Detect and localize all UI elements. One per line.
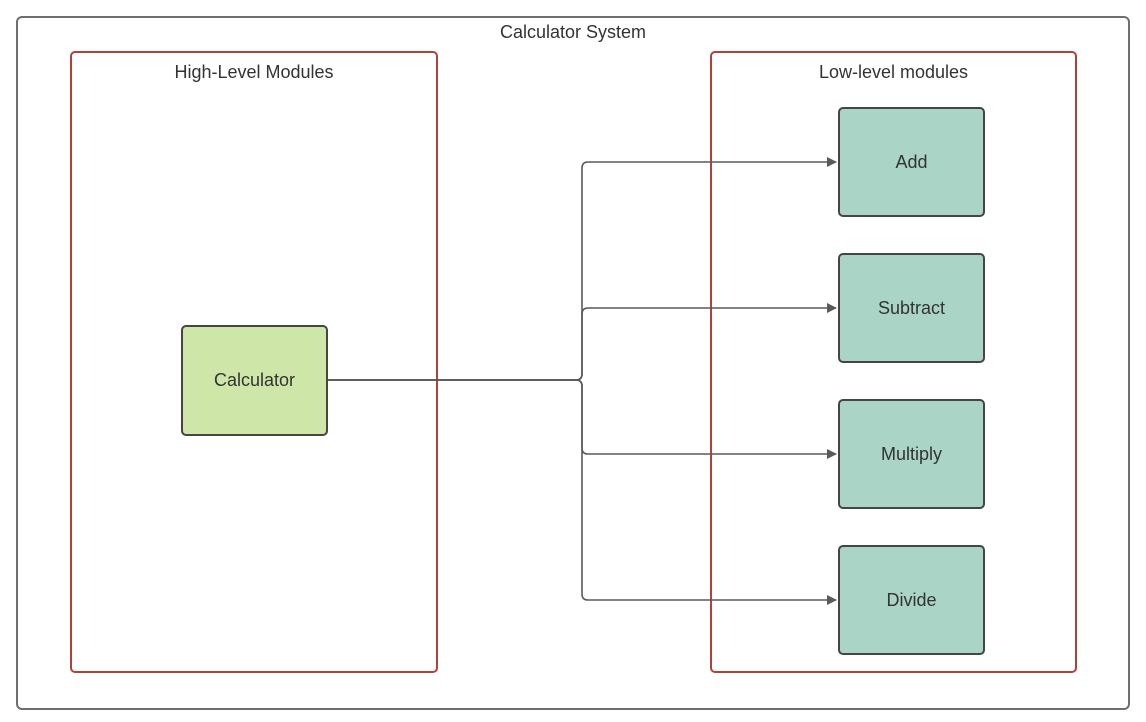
- connector-calculator-divide: [328, 379, 837, 605]
- low-level-modules-label: Low-level modules: [818, 62, 969, 82]
- low-level-modules-group: [710, 51, 1077, 673]
- connector-calculator-subtract: [328, 303, 837, 381]
- divide-node[interactable]: Divide: [838, 545, 985, 655]
- multiply-node[interactable]: Multiply: [838, 399, 985, 509]
- calculator-system-frame: [16, 16, 1130, 710]
- subtract-node[interactable]: Subtract: [838, 253, 985, 363]
- high-level-modules-group: [70, 51, 438, 673]
- calculator-node[interactable]: Calculator: [181, 325, 328, 436]
- high-level-modules-label: High-Level Modules: [174, 62, 334, 82]
- diagram-title: Calculator System: [499, 22, 647, 42]
- add-node[interactable]: Add: [838, 107, 985, 217]
